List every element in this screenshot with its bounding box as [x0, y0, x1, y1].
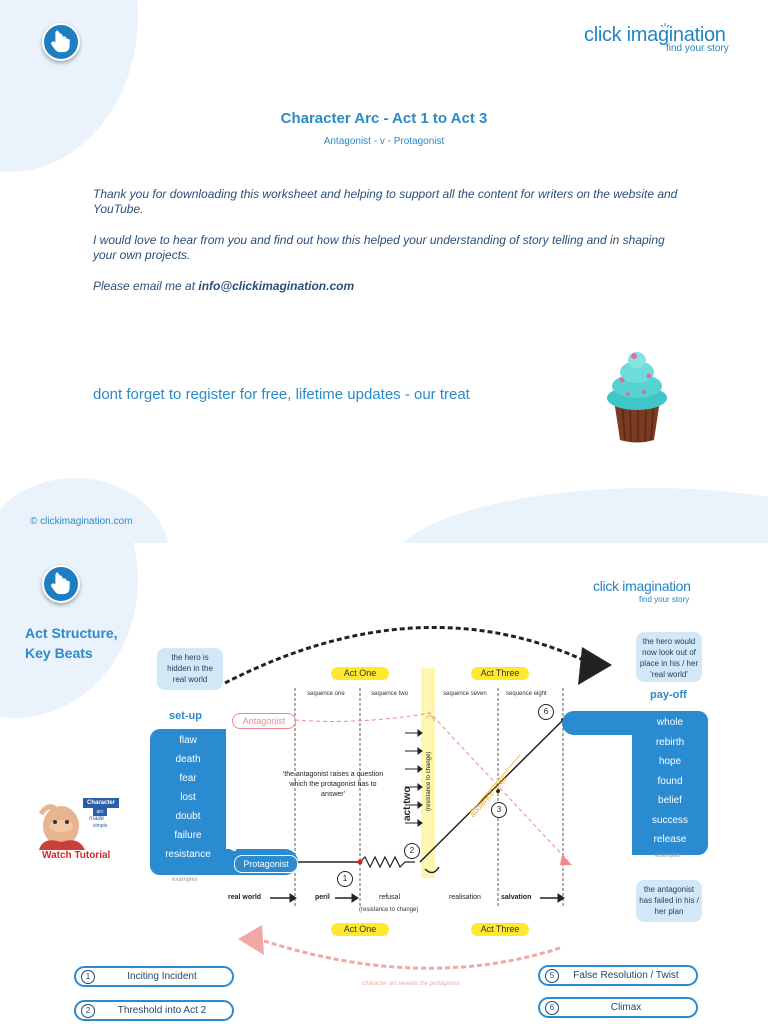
page-subtitle: Antagonist - v - Protagonist	[323, 136, 445, 147]
cupcake-image	[604, 350, 670, 444]
flow-refusal: refusal	[379, 894, 401, 901]
note-hero-out-of-place: the hero would now look out of place in …	[636, 632, 702, 682]
sequence-seven-label: sequence seven	[443, 691, 487, 697]
flow-real-world: real world	[228, 894, 262, 901]
watch-tutorial-link[interactable]: Watch Tutorial	[42, 850, 111, 861]
feedback-paragraph: I would love to hear from you and find o…	[93, 233, 665, 262]
payoff-panel	[632, 711, 708, 855]
email-prefix: Please email me at	[93, 279, 199, 293]
tutorial-badge-simple: simple	[93, 823, 108, 829]
legend-threshold-act-2[interactable]: 2 Threshold into Act 2	[74, 1000, 234, 1021]
payoff-word: success	[651, 814, 689, 826]
brand-tagline: find your story	[666, 43, 729, 54]
setup-word: flaw	[179, 735, 197, 746]
brand-tagline: find your story	[639, 595, 690, 604]
setup-word: lost	[180, 792, 196, 803]
flow-salvation: salvation	[501, 894, 532, 901]
register-call-to-action[interactable]: dont forget to register for free, lifeti…	[93, 386, 470, 403]
antagonist-label: Antagonist	[232, 713, 296, 729]
legend-number: 5	[545, 969, 559, 983]
setup-label: set-up	[169, 710, 202, 722]
antagonist-question-text: 'the antagonist raises a question which …	[282, 771, 384, 798]
payoff-examples-caption: examples	[655, 853, 681, 859]
tutorial-badge-arc: arc	[93, 808, 107, 816]
setup-word: resistance	[165, 849, 211, 860]
pointer-hand-button[interactable]	[42, 565, 80, 603]
thank-you-paragraph: Thank you for downloading this worksheet…	[93, 187, 678, 216]
sequence-two-label: sequence two	[371, 691, 409, 697]
brand-logo-text[interactable]: click imagination	[584, 24, 726, 46]
act-one-pill-top: Act One	[331, 667, 389, 680]
arc-diagram-lines	[224, 625, 612, 970]
brand-logo-text[interactable]: click imagination	[593, 578, 691, 594]
tutorial-thumbnail[interactable]: Character arc made simple	[33, 796, 119, 850]
email-link[interactable]: info@clickimagination.com	[198, 279, 355, 293]
payoff-word: found	[657, 775, 683, 787]
legend-number: 1	[81, 970, 95, 984]
heading-line-1: Act Structure,	[25, 625, 118, 641]
tutorial-badge-made: made	[89, 816, 105, 822]
setup-panel-corner	[226, 841, 236, 851]
payoff-word: release	[653, 834, 687, 845]
resistance-vertical-label: (resistance to change)	[426, 751, 432, 811]
setup-word: failure	[174, 830, 202, 841]
legend-label: Climax	[610, 1002, 642, 1013]
worksheet-cover-page: click imagination find your story Charac…	[0, 0, 768, 543]
setup-word: fear	[179, 773, 197, 784]
logo-spark-icon	[660, 20, 670, 28]
marker-2: 2	[404, 843, 420, 859]
marker-1: 1	[337, 871, 353, 887]
email-line: Please email me at info@clickimagination…	[93, 279, 683, 294]
marker-6: 6	[538, 704, 554, 720]
setup-word: doubt	[175, 811, 201, 822]
background-blob-bottom-left	[0, 478, 170, 543]
marker-3: 3	[491, 802, 507, 818]
sequence-eight-label: sequence eight	[506, 691, 547, 697]
payoff-word: whole	[656, 717, 684, 728]
section-heading: Act Structure, Key Beats	[25, 623, 118, 663]
setup-panel-arm	[150, 849, 298, 875]
setup-word: death	[175, 754, 201, 765]
legend-number: 6	[545, 1001, 559, 1015]
sequence-one-label: sequence one	[307, 691, 345, 697]
background-blob-bottom-right	[390, 488, 768, 543]
act-structure-page: click imagination find your story Act St…	[0, 543, 768, 1024]
tutorial-person-image	[38, 804, 85, 850]
note-hero-hidden: the hero is hidden in the real world	[157, 648, 223, 690]
heading-line-2: Key Beats	[25, 645, 93, 661]
payoff-word: belief	[658, 795, 682, 806]
payoff-word: hope	[658, 756, 682, 767]
copyright-footer: © clickimagination.com	[30, 516, 133, 527]
payoff-word: rebirth	[655, 736, 685, 748]
legend-inciting-incident[interactable]: 1 Inciting Incident	[74, 966, 234, 987]
flow-realisation: realisation	[449, 894, 481, 901]
setup-examples-caption: examples	[172, 877, 198, 883]
legend-label: Threshold into Act 2	[117, 1005, 207, 1016]
legend-number: 2	[81, 1004, 95, 1018]
legend-label: Inciting Incident	[127, 971, 197, 982]
pointer-hand-button[interactable]	[42, 23, 80, 61]
tutorial-badge-character: Character	[83, 798, 119, 808]
pointer-hand-icon	[51, 30, 70, 53]
act-three-pill-top: Act Three	[471, 667, 529, 680]
act-two-label: act two	[402, 786, 413, 821]
protagonist-label: Protagonist	[234, 855, 298, 873]
flow-peril: peril	[315, 894, 330, 901]
pointer-hand-icon	[51, 572, 70, 595]
act-one-pill-bottom: Act One	[331, 923, 389, 936]
legend-label: False Resolution / Twist	[573, 970, 679, 981]
flow-refusal-sub: (resistance to change)	[359, 907, 419, 913]
legend-false-resolution[interactable]: 5 False Resolution / Twist	[538, 965, 698, 986]
note-antagonist-failed: the antagonist has failed in his / her p…	[636, 880, 702, 922]
act-three-pill-bottom: Act Three	[471, 923, 529, 936]
legend-climax[interactable]: 6 Climax	[538, 997, 698, 1018]
page-title: Character Arc - Act 1 to Act 3	[280, 110, 488, 127]
payoff-label: pay-off	[650, 689, 687, 701]
bottom-arc-caption: character arc reveals the protagonist	[362, 981, 460, 987]
